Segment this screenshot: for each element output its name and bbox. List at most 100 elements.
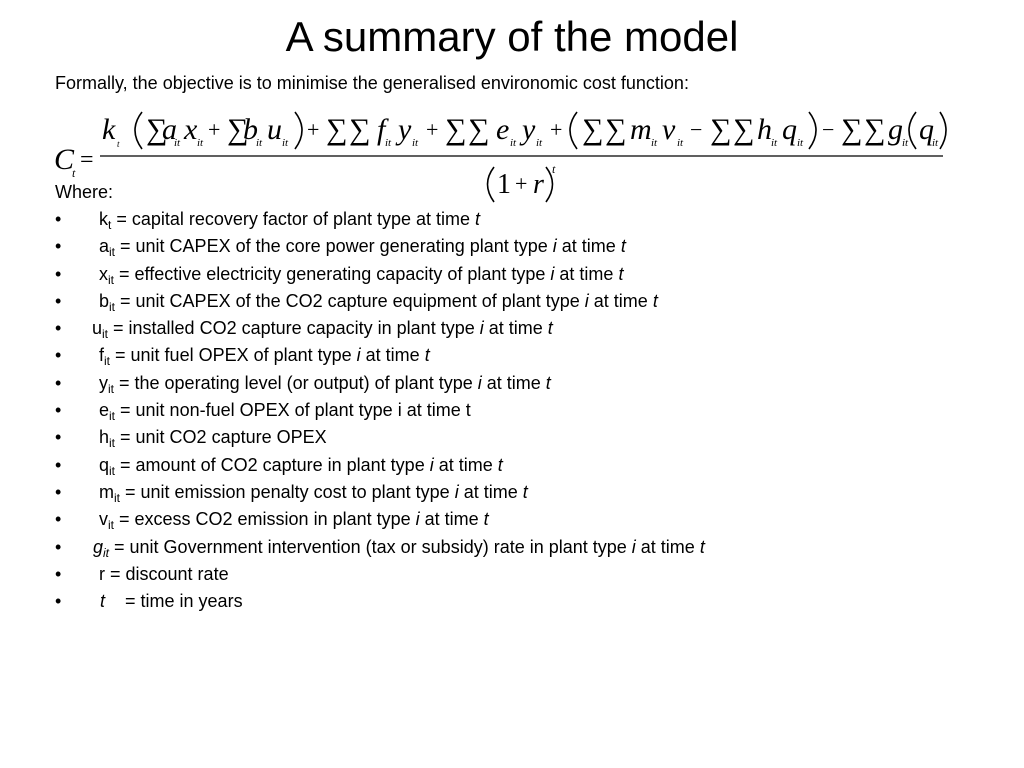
variable-subscript: it (109, 409, 116, 424)
bullet-point: • (55, 509, 62, 530)
definition-connector: at time (635, 536, 700, 557)
definition-description: = unit CAPEX of the core power generatin… (115, 236, 553, 257)
index-i: i (584, 290, 589, 311)
definition-text: yit = the operating level (or output) of… (99, 370, 551, 397)
plus-1: + (208, 117, 220, 142)
var-g: g (888, 113, 903, 146)
denom-paren-open (486, 166, 495, 203)
variable-symbol: q (99, 454, 110, 475)
minus-1: − (690, 117, 702, 142)
var-q-1: q (782, 113, 797, 146)
denom-one: 1 (497, 169, 511, 200)
definition-text: r = discount rate (99, 561, 229, 588)
definition-description: = excess CO2 emission in plant type (114, 509, 416, 530)
definition-text: t = time in years (100, 588, 243, 615)
definition-connector: at time (458, 481, 523, 502)
sum-7a: ∑ (841, 113, 862, 146)
sum-6a: ∑ (710, 113, 731, 146)
denom-paren-close (545, 166, 554, 203)
paren-open-1 (134, 111, 143, 150)
bullet-point: • (55, 263, 62, 284)
definition-text: fit = unit fuel OPEX of plant type i at … (99, 342, 430, 369)
variable-subscript: it (103, 545, 110, 560)
slide-title: A summary of the model (285, 13, 739, 60)
sum-4a: ∑ (445, 113, 466, 146)
variable-symbol: b (99, 290, 110, 311)
var-a: a (162, 113, 177, 146)
denom-plus: + (515, 171, 527, 196)
definition-connector: at time (556, 236, 621, 257)
definition-text: vit = excess CO2 emission in plant type … (99, 506, 489, 533)
variable-symbol: e (99, 400, 110, 421)
definition-text: mit = unit emission penalty cost to plan… (99, 479, 528, 506)
definition-text: b i t = unit CAPEX of the CO2 capture equi… (99, 288, 658, 315)
definition-description: = unit emission penalty cost to plant ty… (120, 481, 455, 502)
index-t: t (618, 263, 624, 284)
variable-symbol: g (93, 536, 104, 557)
var-v: v (662, 113, 676, 146)
bullet-point: • (55, 591, 62, 612)
definition-text: git = unit Government intervention (tax … (93, 534, 705, 561)
index-t: t (424, 345, 430, 366)
index-t: t (652, 290, 658, 311)
variable-symbol: u (92, 318, 103, 339)
index-t: t (547, 318, 553, 339)
definition-text: eit = unit non-fuel OPEX of plant type i… (99, 397, 471, 424)
paren-close-3 (939, 111, 947, 150)
var-b: b (243, 113, 258, 146)
index-t: t (483, 509, 489, 530)
variable-subscript: it (104, 354, 111, 369)
index-i: i (454, 481, 459, 502)
definition-text: kt = capital recovery factor of plant ty… (99, 206, 480, 233)
variable-symbol: y (99, 372, 108, 393)
variable-symbol: h (99, 427, 110, 448)
plus-2: + (307, 117, 319, 142)
var-q-2: q (919, 113, 934, 146)
variable-subscript: it (114, 490, 120, 505)
sum-4b: ∑ (468, 113, 489, 146)
paren-open-2 (569, 111, 578, 150)
formula-lhs-c: C (54, 143, 75, 176)
var-m: m (630, 113, 652, 146)
bullet-point: • (55, 290, 62, 311)
definition-text: qit = amount of CO2 capture in plant typ… (99, 452, 503, 479)
sub-u: it (282, 137, 289, 149)
definition-text: ait = unit CAPEX of the core power gener… (99, 233, 626, 260)
bullet-point: • (55, 345, 62, 366)
definition-description: = capital recovery factor of plant type … (111, 209, 476, 229)
sub-a: it (174, 137, 181, 149)
sub-e: it (510, 137, 517, 149)
denom-r: r (533, 169, 544, 200)
cost-function-formula: C t = k t ∑ a it x it + ∑ b it u it + ∑ … (50, 103, 950, 208)
variable-subscript: it (108, 272, 114, 287)
paren-close-1 (294, 111, 303, 150)
bullet-point: • (55, 481, 62, 502)
sub-h: it (771, 137, 778, 149)
formula-lhs-sub: t (72, 166, 76, 180)
var-y-2: y (519, 113, 536, 146)
bullet-point: • (55, 454, 62, 475)
variable-symbol: v (99, 509, 108, 530)
where-label: Where: (55, 182, 114, 202)
definition-description: = discount rate (105, 563, 229, 584)
definition-connector: at time (588, 290, 653, 311)
definition-description: = the operating level (or output) of pla… (114, 372, 478, 393)
definition-description: = unit CAPEX of the CO2 capture equipmen… (115, 290, 585, 311)
index-t: t (545, 372, 551, 393)
definition-description: = unit CO2 capture OPEX (115, 427, 327, 448)
variable-symbol: r (99, 563, 105, 584)
bullet-point: • (55, 318, 62, 339)
sub-f: it (385, 137, 392, 149)
sub-y-1: it (412, 137, 419, 149)
sum-1: ∑ (146, 113, 167, 146)
bullet-point: • (55, 372, 62, 393)
index-i: i (552, 236, 557, 257)
sum-5b: ∑ (605, 113, 626, 146)
var-y-1: y (395, 113, 412, 146)
sub-v: it (677, 137, 684, 149)
index-i: i (550, 263, 555, 284)
definition-connector: at time (481, 372, 546, 393)
definition-description: = amount of CO2 capture in plant type (115, 454, 430, 475)
sum-3b: ∑ (349, 113, 370, 146)
variable-symbol: t (100, 591, 106, 612)
